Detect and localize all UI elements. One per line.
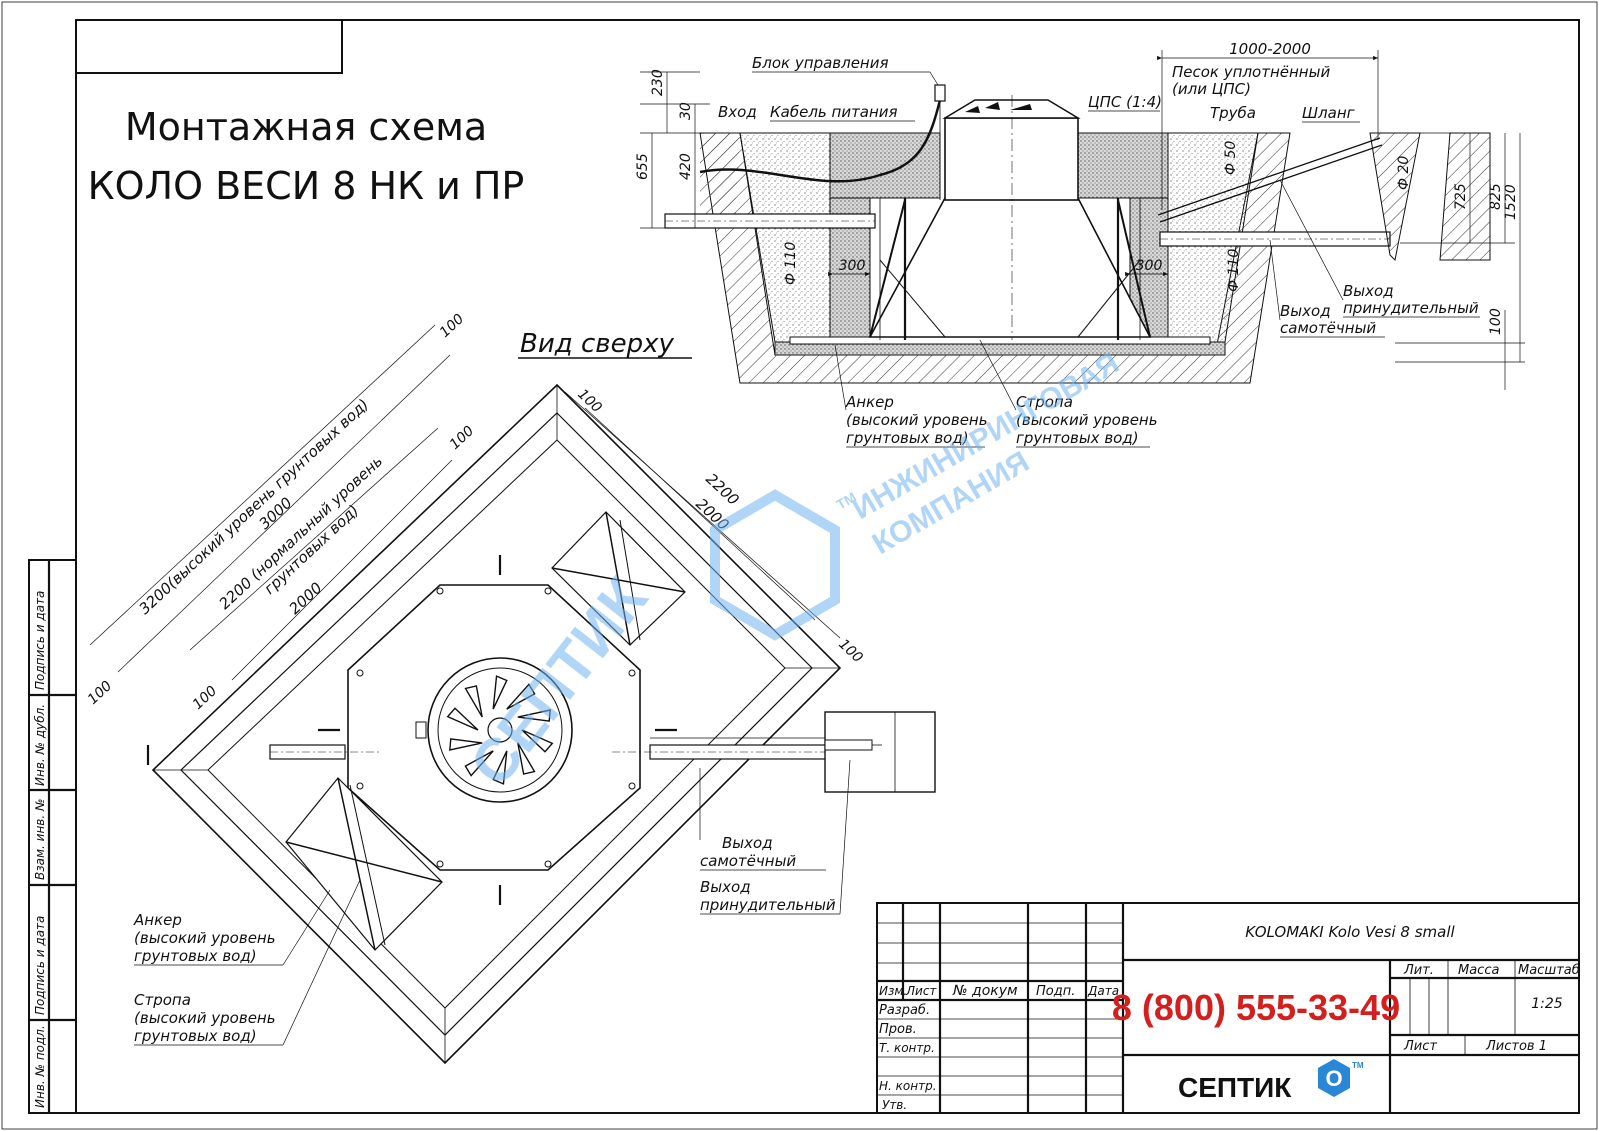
label-d50: Ф 50 (1223, 141, 1239, 175)
lid-slot (449, 738, 483, 751)
plan-dim-100-d: 100 (447, 423, 478, 453)
tb-massa: Масса (1458, 963, 1499, 978)
plan-strap-2: (высокий уровень (134, 1009, 276, 1027)
tb-utv: Утв. (882, 1098, 907, 1112)
label-anchor-s-3: грунтовых вод) (846, 429, 969, 447)
plan-out-gravity-2: самотёчный (700, 852, 796, 870)
lid-slot (464, 750, 494, 777)
top-left-box (75, 19, 343, 74)
dim-100: 100 (1488, 308, 1504, 335)
plan-anchor-2: (высокий уровень (134, 929, 276, 947)
plan-dim-100-f: 100 (835, 636, 866, 666)
tb-lit: Лит. (1403, 963, 1434, 978)
label-strap-s-3: грунтовых вод) (1016, 429, 1139, 447)
label-out-forced-2: принудительный (1343, 299, 1479, 317)
dim-1000-2000: 1000-2000 (1229, 40, 1311, 58)
dim-1520: 1520 (1503, 184, 1519, 220)
tb-nkontr: Н. контр. (879, 1079, 937, 1093)
page-title-line2: КОЛО ВЕСИ 8 НК и ПР (88, 164, 525, 208)
label-control-unit: Блок управления (752, 54, 889, 72)
label-power-cable: Кабель питания (770, 103, 898, 121)
stamp-label-1: Подпись и дата (33, 591, 47, 690)
plan-dim-100-c: 100 (437, 311, 468, 341)
logo-tm: ТМ (1352, 1061, 1364, 1070)
dim-825: 825 (1488, 183, 1504, 210)
plan-title: Вид сверху (520, 329, 674, 359)
plan-dim-100-a: 100 (85, 678, 116, 708)
tb-scale: 1:25 (1531, 996, 1563, 1012)
label-inlet: Вход (718, 103, 757, 121)
tb-sign: Подп. (1036, 984, 1075, 999)
label-strap-s-2: (высокий уровень (1016, 411, 1158, 429)
label-strap-s-1: Стропа (1016, 393, 1073, 411)
label-out-gravity-2: самотёчный (1280, 319, 1376, 337)
plan-out-forced-2: принудительный (700, 896, 836, 914)
dim-725: 725 (1453, 183, 1469, 210)
tb-phone: 8 (800) 555-33-49 (1112, 987, 1400, 1028)
lid-slot (517, 709, 551, 722)
label-d110-left: Ф 110 (783, 242, 799, 285)
tb-date: Дата (1087, 984, 1119, 998)
plan-strap-1: Стропа (134, 991, 191, 1009)
plan-out-forced-1: Выход (700, 878, 751, 896)
label-out-gravity-1: Выход (1280, 302, 1331, 320)
tb-sheet: Лист (1403, 1039, 1437, 1054)
label-d110-right: Ф 110 (1226, 249, 1242, 292)
logo-text: СЕПТИК (1178, 1072, 1292, 1103)
tb-tkontr: Т. контр. (879, 1041, 935, 1055)
plan-strap-3: грунтовых вод) (134, 1027, 257, 1045)
lid-slot (521, 729, 554, 753)
dim-300-right: 300 (1136, 258, 1163, 274)
dim-300-left: 300 (839, 258, 866, 274)
lid-slot (446, 707, 479, 731)
tb-razrab: Разраб. (879, 1003, 930, 1018)
tb-product: KOLOMAKI Kolo Vesi 8 small (1245, 923, 1455, 941)
logo-o: О (1325, 1066, 1342, 1091)
title-block: Изм. Лист № докум Подп. Дата Разраб. Про… (876, 902, 1580, 1114)
tb-izm: Изм. (879, 984, 907, 998)
dim-230: 230 (650, 69, 666, 96)
dim-420: 420 (678, 153, 694, 180)
stamp-label-4: Подпись и дата (33, 916, 47, 1015)
page-title-line1: Монтажная схема (125, 105, 487, 149)
label-out-forced-1: Выход (1343, 282, 1394, 300)
septik-logo: СЕПТИК О ТМ (1178, 1059, 1364, 1103)
stamp-label-3: Взам. инв. № (33, 799, 47, 880)
label-anchor-s-2: (высокий уровень (846, 411, 988, 429)
lid-slot (464, 685, 483, 718)
stamp-label-2: Инв. № дубл. (33, 704, 47, 786)
lid-slot (517, 742, 536, 775)
dim-30: 30 (678, 102, 694, 120)
label-sand-alt: (или ЦПС) (1172, 80, 1251, 98)
plan-anchor-3: грунтовых вод) (134, 947, 257, 965)
plan-anchor-1: Анкер (133, 911, 182, 929)
label-anchor-s-1: Анкер (845, 393, 894, 411)
lid-slot (506, 683, 536, 710)
label-d20: Ф 20 (1396, 156, 1412, 190)
tb-sheets: Листов 1 (1485, 1039, 1547, 1054)
plan-view: Выход самотёчный Выход принудительный Ан… (85, 311, 936, 1065)
dim-655: 655 (635, 153, 651, 180)
label-cps: ЦПС (1:4) (1088, 93, 1162, 111)
tb-list: Лист (905, 984, 937, 998)
tb-masshtab: Масштаб (1518, 963, 1580, 978)
label-sand: Песок уплотнённый (1172, 63, 1330, 81)
plan-dim-100-b: 100 (190, 683, 221, 713)
label-hose: Шланг (1302, 104, 1355, 122)
label-pipe: Труба (1210, 104, 1256, 122)
tb-doc: № докум (952, 983, 1018, 999)
stamp-label-5: Инв. № подл. (33, 1025, 47, 1108)
section-view: Блок управления Вход Кабель питания ЦПС … (635, 40, 1525, 448)
lid-slot (492, 750, 508, 785)
side-stamp: Подпись и дата Инв. № дубл. Взам. инв. №… (28, 559, 77, 1114)
tb-prov: Пров. (879, 1022, 917, 1037)
plan-out-gravity-1: Выход (722, 834, 773, 852)
lid-slot (492, 675, 508, 710)
